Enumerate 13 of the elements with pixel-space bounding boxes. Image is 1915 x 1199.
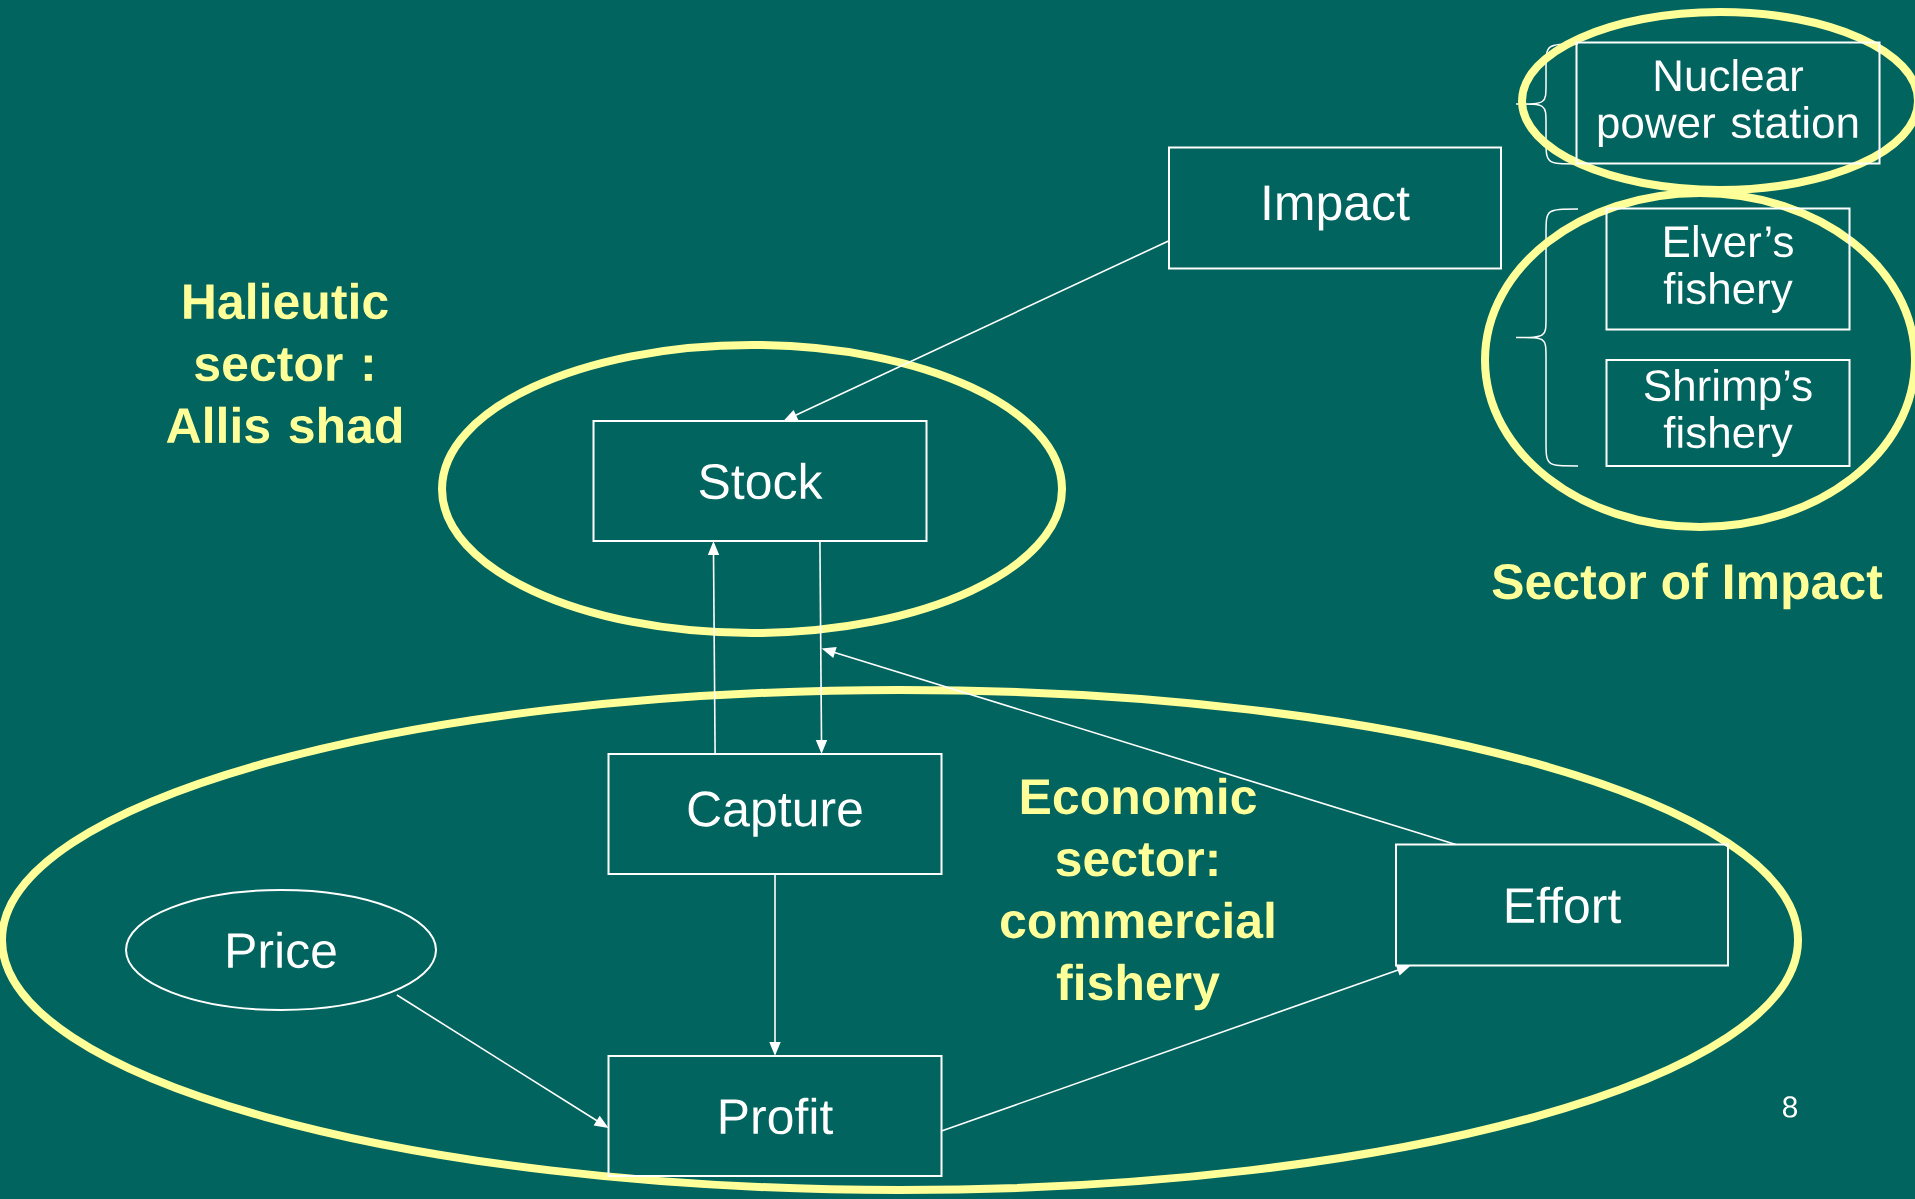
sector-heading: Halieutic sector : Allis shad [166, 282, 402, 444]
process-box: Nuclear power station [1575, 41, 1881, 165]
process-box: Effort [1395, 843, 1729, 967]
sector-heading: Sector of Impact [1492, 562, 1883, 610]
sector-heading: Economic sector: commercial fishery [1001, 777, 1274, 1011]
process-box: Stock [592, 420, 928, 542]
process-box: Elver’s fishery [1605, 207, 1851, 331]
process-box: Shrimp’s fishery [1605, 359, 1851, 467]
process-box: Capture [607, 753, 943, 875]
page-number: 8 [1782, 1096, 1798, 1118]
process-box: Impact [1168, 146, 1502, 270]
oval-node: Price [125, 889, 437, 1011]
process-box: Profit [607, 1055, 943, 1177]
